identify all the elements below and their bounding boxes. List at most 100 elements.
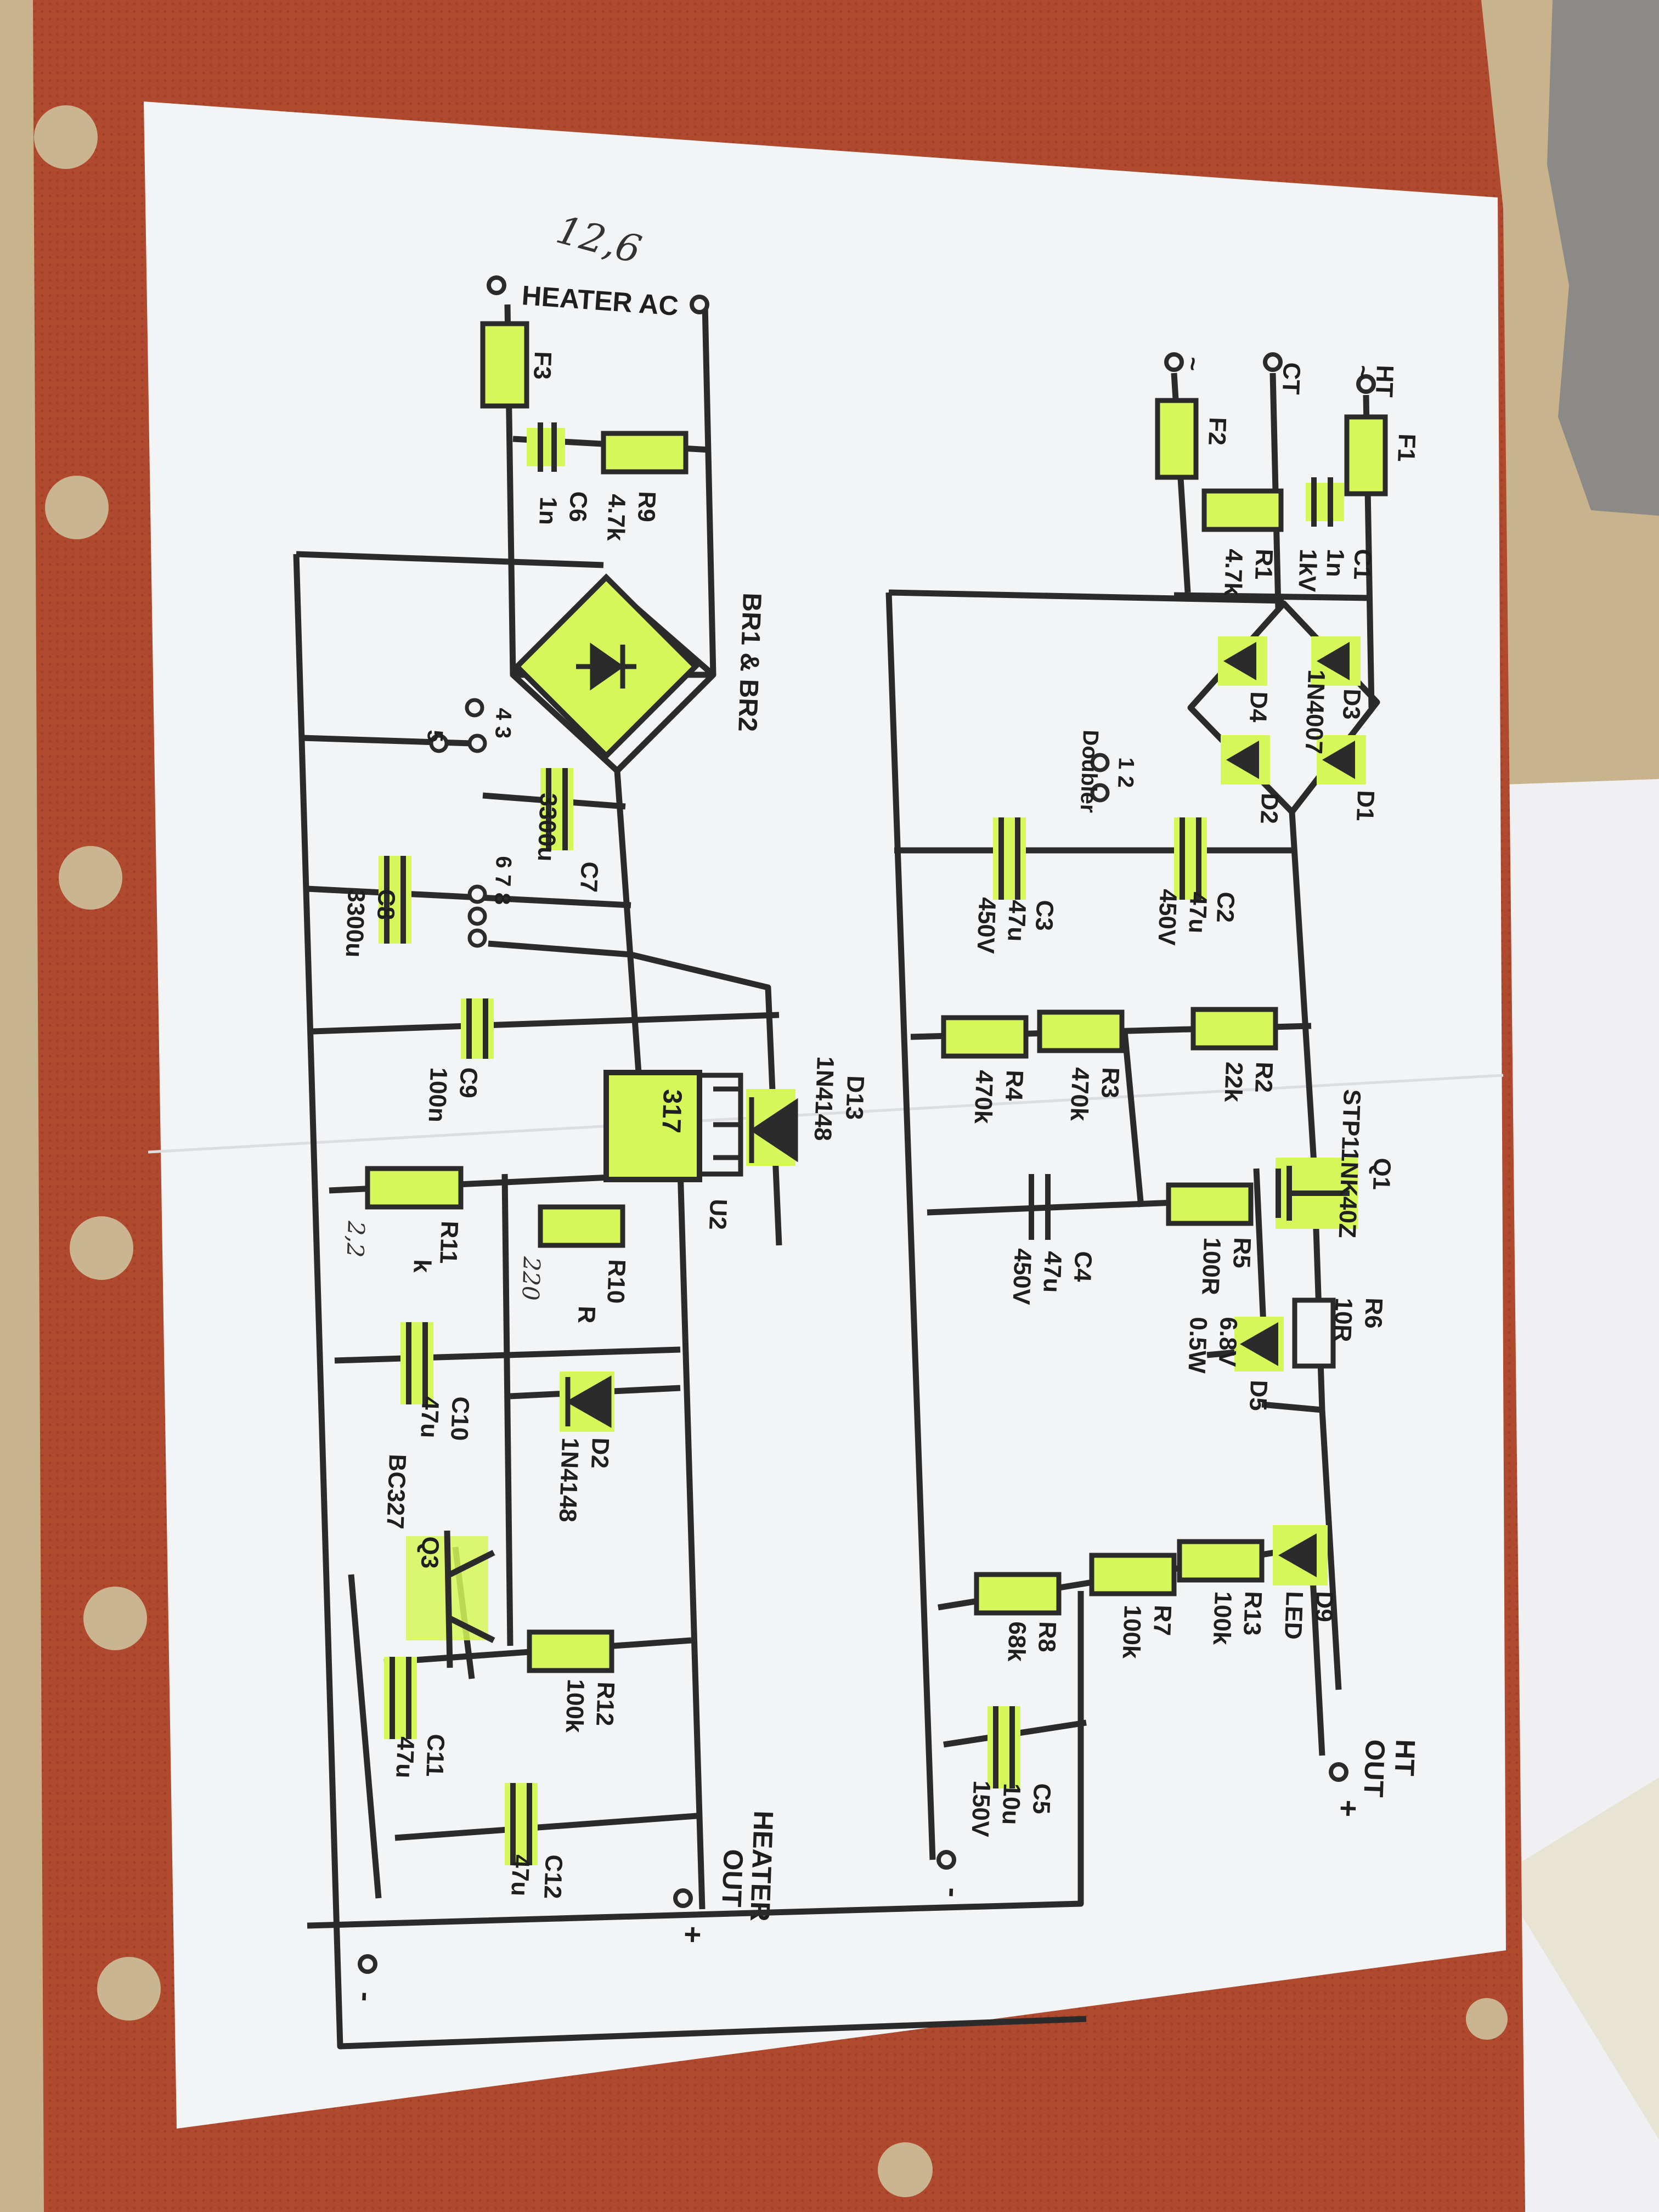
c1-value2: 1kV (1293, 549, 1322, 593)
r13-resistor (1177, 1539, 1265, 1583)
r3-value: 470k (1065, 1067, 1094, 1122)
c4-label: C4 (1069, 1251, 1097, 1283)
doubler-pins (1090, 753, 1110, 803)
jumper-b-label: 5 (422, 730, 447, 743)
c9-capacitor (461, 998, 494, 1059)
d2h-label: D2 (586, 1437, 614, 1469)
ht-labels: HT ~ CT ~ F1 F2 C1 1n 1kV R1 4.7k D3 D4 … (936, 357, 1421, 1898)
c1-value: 1n (1321, 549, 1349, 578)
r11-handwritten: 2,2 (342, 1220, 370, 1258)
c12-capacitor (505, 1783, 538, 1865)
c4-value2: 450V (1007, 1248, 1036, 1306)
d1-diode (1317, 735, 1366, 785)
ht-out-label-1: HT (1389, 1739, 1421, 1777)
c10-value: 47u (415, 1396, 444, 1438)
c2-label: C2 (1211, 891, 1239, 923)
f1-label: F1 (1392, 433, 1420, 462)
d2-ht-diode (1221, 735, 1270, 785)
ht-components (936, 352, 1388, 1870)
c9-label: C9 (454, 1067, 482, 1099)
c3-capacitor (993, 817, 1026, 900)
r2-value: 22k (1219, 1062, 1248, 1103)
d4-label: D4 (1244, 691, 1272, 723)
r12-resistor (527, 1629, 614, 1673)
r7-value: 100k (1118, 1605, 1146, 1660)
ht-tilde-top: ~ (1349, 365, 1376, 380)
c5-value2: 150V (966, 1780, 995, 1838)
heater-out-label-1: HEATER (744, 1810, 779, 1922)
ht-out-label-2: OUT (1358, 1739, 1391, 1798)
heater-minus: - (349, 1991, 383, 2002)
r4-label: R4 (1000, 1070, 1028, 1102)
c8-capacitor (379, 856, 411, 944)
r5-label: R5 (1228, 1237, 1256, 1269)
d2-diode (560, 1372, 614, 1432)
d9-led (1273, 1525, 1328, 1585)
d5-zener (1234, 1317, 1284, 1372)
d9-label: D9 (1310, 1591, 1338, 1623)
c10-label: C10 (445, 1396, 474, 1441)
q3-transistor (406, 1530, 495, 1668)
c7-capacitor (540, 768, 573, 850)
c2-value2: 450V (1153, 889, 1182, 946)
r5-value: 100R (1197, 1237, 1226, 1296)
c5-value: 10u (997, 1783, 1025, 1825)
r10-value: R (573, 1306, 600, 1324)
d5-value: 6.8V (1214, 1317, 1242, 1368)
c2-capacitor (1174, 817, 1207, 900)
r10-label: R10 (602, 1259, 630, 1304)
q3-label: Q3 (416, 1536, 444, 1569)
heater-labels: 12,6 HEATER AC F3 C6 1n R9 4.7k BR1 & BR… (341, 207, 869, 2002)
r9-resistor (601, 431, 689, 475)
r1-value: 4.7k (1219, 549, 1248, 597)
c1-label: C1 (1348, 549, 1376, 580)
r7-label: R7 (1148, 1605, 1176, 1637)
d4-diode (1218, 636, 1267, 686)
c3-label: C3 (1030, 900, 1058, 932)
r6-label: R6 (1359, 1297, 1387, 1329)
d2h-value: 1N4148 (554, 1437, 584, 1523)
r5-resistor (1166, 1182, 1254, 1226)
u2-regulator (603, 1070, 702, 1182)
f3-fuse (480, 321, 529, 409)
heater-plus: + (676, 1926, 709, 1944)
c4-capacitor (1029, 1174, 1051, 1240)
c8-label: C8 (372, 889, 400, 921)
c12-value: 47u (506, 1854, 534, 1897)
c5-capacitor (988, 1706, 1020, 1788)
doubler-label: Doubler (1076, 730, 1103, 814)
ht-minus: - (936, 1887, 970, 1898)
jumper-c-label: 6 7 8 (490, 856, 516, 905)
envelope (1498, 1778, 1659, 2140)
c11-capacitor (384, 1657, 417, 1739)
f2-label: F2 (1203, 417, 1231, 446)
r3-label: R3 (1096, 1067, 1124, 1099)
bridge-label: BR1 & BR2 (732, 592, 766, 732)
q1-label: Q1 (1368, 1158, 1396, 1190)
f2-fuse (1155, 398, 1199, 480)
doubler-pins-label: 1 2 (1113, 757, 1138, 788)
r4-resistor (941, 1015, 1029, 1059)
u2-tab-icon (702, 1073, 743, 1177)
d5-value2: 0.5W (1183, 1317, 1212, 1374)
q1-value: STP11NK40Z (1334, 1089, 1365, 1239)
ht-terminals (936, 352, 1376, 1870)
q1-mosfet (1276, 1158, 1358, 1229)
c3-value: 47u (1002, 900, 1031, 942)
r11-resistor (365, 1166, 464, 1210)
d13-value: 1N4148 (809, 1056, 839, 1142)
ht-tilde-left: ~ (1179, 357, 1206, 371)
heater-out-label-2: OUT (716, 1849, 749, 1908)
c6-capacitor (527, 422, 565, 472)
r12-value: 100k (561, 1679, 589, 1734)
r4-value: 470k (969, 1070, 998, 1125)
d5-label: D5 (1244, 1380, 1272, 1412)
jumper-pins-a (429, 698, 487, 948)
c2-value: 47u (1183, 891, 1212, 934)
c11-value: 47u (391, 1736, 419, 1779)
foam-packing (1547, 0, 1659, 516)
f3-label: F3 (528, 351, 556, 380)
d3-label: D3 (1338, 689, 1365, 720)
q3-value: BC327 (381, 1454, 411, 1530)
r10-handwritten: 220 (517, 1256, 545, 1301)
